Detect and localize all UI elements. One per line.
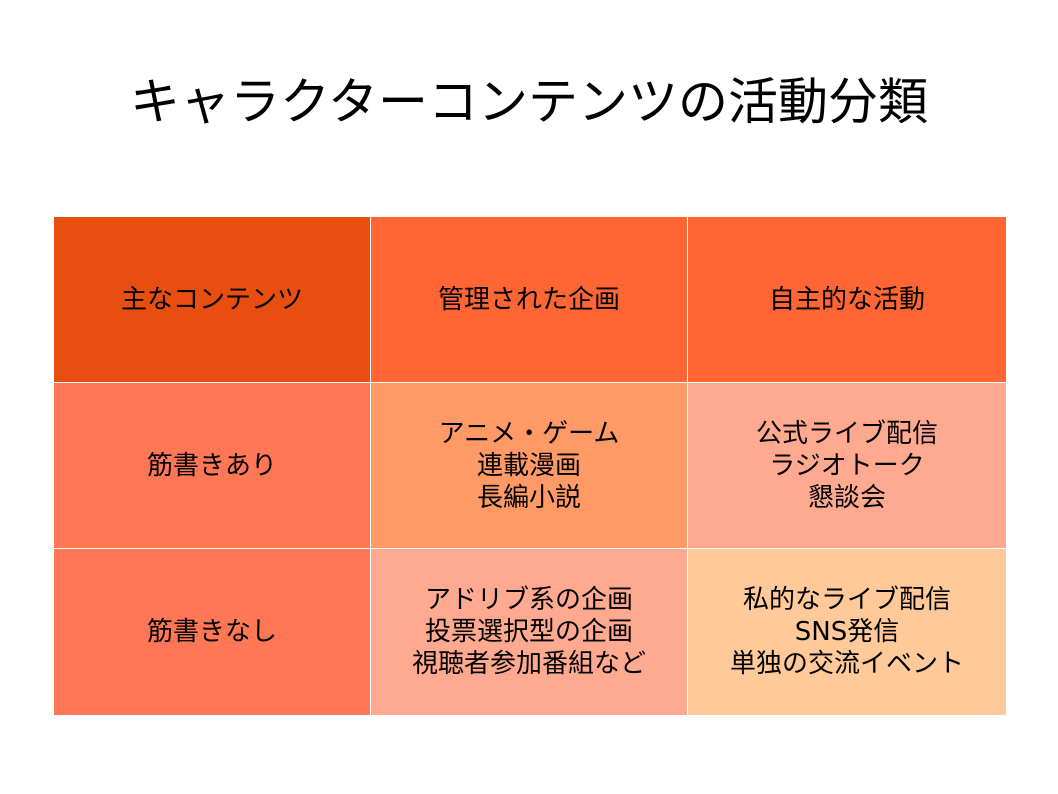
cell-line: 私的なライブ配信 bbox=[742, 585, 951, 615]
cell-line: 連載漫画 bbox=[476, 450, 581, 481]
table-cell-scripted-voluntary: 公式ライブ配信 ラジオトーク 懇談会 bbox=[688, 383, 1006, 549]
cell-line: アドリブ系の企画 bbox=[424, 585, 633, 615]
cell-line: 単独の交流イベント bbox=[729, 649, 964, 679]
header-managed-label: 管理された企画 bbox=[437, 284, 620, 315]
row-label-text: 筋書きあり bbox=[146, 450, 277, 481]
table-header-managed: 管理された企画 bbox=[371, 217, 688, 383]
row-label-unscripted: 筋書きなし bbox=[54, 549, 371, 715]
table-header-corner: 主なコンテンツ bbox=[54, 217, 371, 383]
cell-line: アニメ・ゲーム bbox=[438, 418, 620, 449]
cell-line: 公式ライブ配信 bbox=[755, 418, 938, 449]
table-cell-scripted-managed: アニメ・ゲーム 連載漫画 長編小説 bbox=[371, 383, 688, 549]
header-voluntary-label: 自主的な活動 bbox=[768, 284, 925, 315]
header-corner-label: 主なコンテンツ bbox=[120, 284, 303, 315]
row-label-text: 筋書きなし bbox=[146, 617, 277, 647]
cell-line: SNS発信 bbox=[794, 617, 900, 647]
cell-line: 投票選択型の企画 bbox=[424, 617, 633, 647]
cell-line: ラジオトーク bbox=[769, 450, 925, 481]
cell-line: 懇談会 bbox=[807, 482, 886, 513]
cell-line: 長編小説 bbox=[476, 482, 581, 513]
table-cell-unscripted-voluntary: 私的なライブ配信 SNS発信 単独の交流イベント bbox=[688, 549, 1006, 715]
cell-line: 視聴者参加番組など bbox=[411, 649, 646, 679]
table-cell-unscripted-managed: アドリブ系の企画 投票選択型の企画 視聴者参加番組など bbox=[371, 549, 688, 715]
row-label-scripted: 筋書きあり bbox=[54, 383, 371, 549]
slide-title: キャラクターコンテンツの活動分類 bbox=[130, 73, 928, 131]
classification-table: 主なコンテンツ 管理された企画 自主的な活動 筋書きあり アニメ・ゲーム 連載漫… bbox=[54, 217, 1006, 715]
table-header-voluntary: 自主的な活動 bbox=[688, 217, 1006, 383]
